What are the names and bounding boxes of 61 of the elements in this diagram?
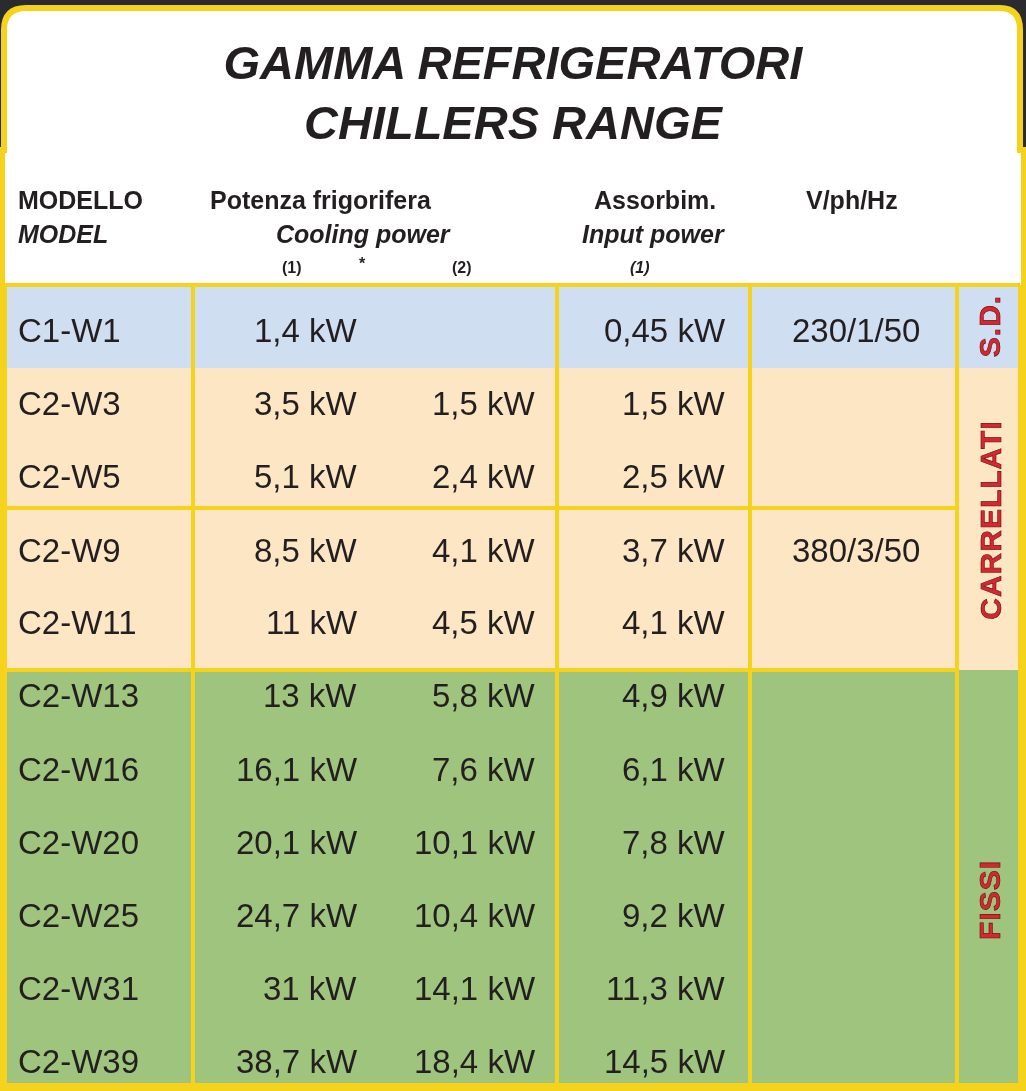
table-cell: C2-W3	[18, 386, 121, 420]
table-cell: 14,5 kW	[604, 1044, 726, 1078]
table-cell: C2-W25	[18, 898, 140, 932]
table-cell: 18,4 kW	[414, 1044, 536, 1078]
table-cell: 230/1/50	[792, 313, 921, 347]
table-cell: C2-W5	[18, 459, 121, 493]
table-cell: C2-W13	[18, 678, 140, 712]
table-cell: 2,5 kW	[622, 459, 725, 493]
column-header: V/ph/Hz	[806, 187, 898, 213]
table-cell: C2-W9	[18, 533, 121, 567]
table-cell: 38,7 kW	[236, 1044, 358, 1078]
title: CHILLERS RANGE	[304, 98, 722, 146]
table-cell: 7,8 kW	[622, 825, 725, 859]
column-header: MODELLO	[18, 187, 143, 213]
title: GAMMA REFRIGERATORI	[223, 38, 803, 86]
table-cell: 10,1 kW	[414, 825, 536, 859]
table-cell: 2,4 kW	[432, 459, 535, 493]
category-label: S.D.	[975, 294, 1006, 358]
table-cell: 4,1 kW	[622, 605, 725, 639]
table-cell: C2-W16	[18, 752, 140, 786]
footnote-mark: (1)	[630, 260, 650, 276]
table-cell: 4,5 kW	[432, 605, 535, 639]
table-cell: 1,5 kW	[622, 386, 725, 420]
table-cell: 24,7 kW	[236, 898, 358, 932]
footnote-mark: *	[359, 256, 366, 272]
table-cell: 0,45 kW	[604, 313, 726, 347]
table-cell: C1-W1	[18, 313, 121, 347]
table-cell: C2-W11	[18, 605, 137, 639]
table-cell: 9,2 kW	[622, 898, 725, 932]
category-label: CARRELLATI	[975, 420, 1006, 620]
table-cell: 3,7 kW	[622, 533, 725, 567]
table-cell: 1,5 kW	[432, 386, 535, 420]
table-cell: 3,5 kW	[254, 386, 357, 420]
table-cell: 5,8 kW	[432, 678, 535, 712]
table-cell: 11,3 kW	[606, 971, 725, 1005]
column-header: Cooling power	[276, 221, 450, 247]
column-header: MODEL	[18, 221, 109, 247]
column-header: Potenza frigorifera	[210, 187, 431, 213]
column-header: Input power	[582, 221, 724, 247]
footnote-mark: (2)	[452, 260, 472, 276]
table-cell: 31 kW	[263, 971, 357, 1005]
table-cell: 1,4 kW	[254, 313, 357, 347]
table-cell: 20,1 kW	[236, 825, 358, 859]
table-cell: 4,9 kW	[622, 678, 725, 712]
table-cell: 10,4 kW	[414, 898, 536, 932]
table-cell: C2-W39	[18, 1044, 140, 1078]
category-label: FISSI	[975, 860, 1005, 940]
table-cell: 14,1 kW	[414, 971, 536, 1005]
footnote-mark: (1)	[282, 260, 302, 276]
table-cell: 7,6 kW	[432, 752, 535, 786]
table-cell: 380/3/50	[792, 533, 921, 567]
table-cell: 11 kW	[266, 605, 358, 639]
table-cell: 6,1 kW	[622, 752, 725, 786]
table-cell: C2-W31	[18, 971, 140, 1005]
table-cell: 8,5 kW	[254, 533, 357, 567]
table-cell: 13 kW	[263, 678, 357, 712]
table-cell: 16,1 kW	[236, 752, 358, 786]
table-cell: C2-W20	[18, 825, 140, 859]
column-header: Assorbim.	[594, 187, 717, 213]
table-cell: 4,1 kW	[432, 533, 535, 567]
table-cell: 5,1 kW	[254, 459, 357, 493]
